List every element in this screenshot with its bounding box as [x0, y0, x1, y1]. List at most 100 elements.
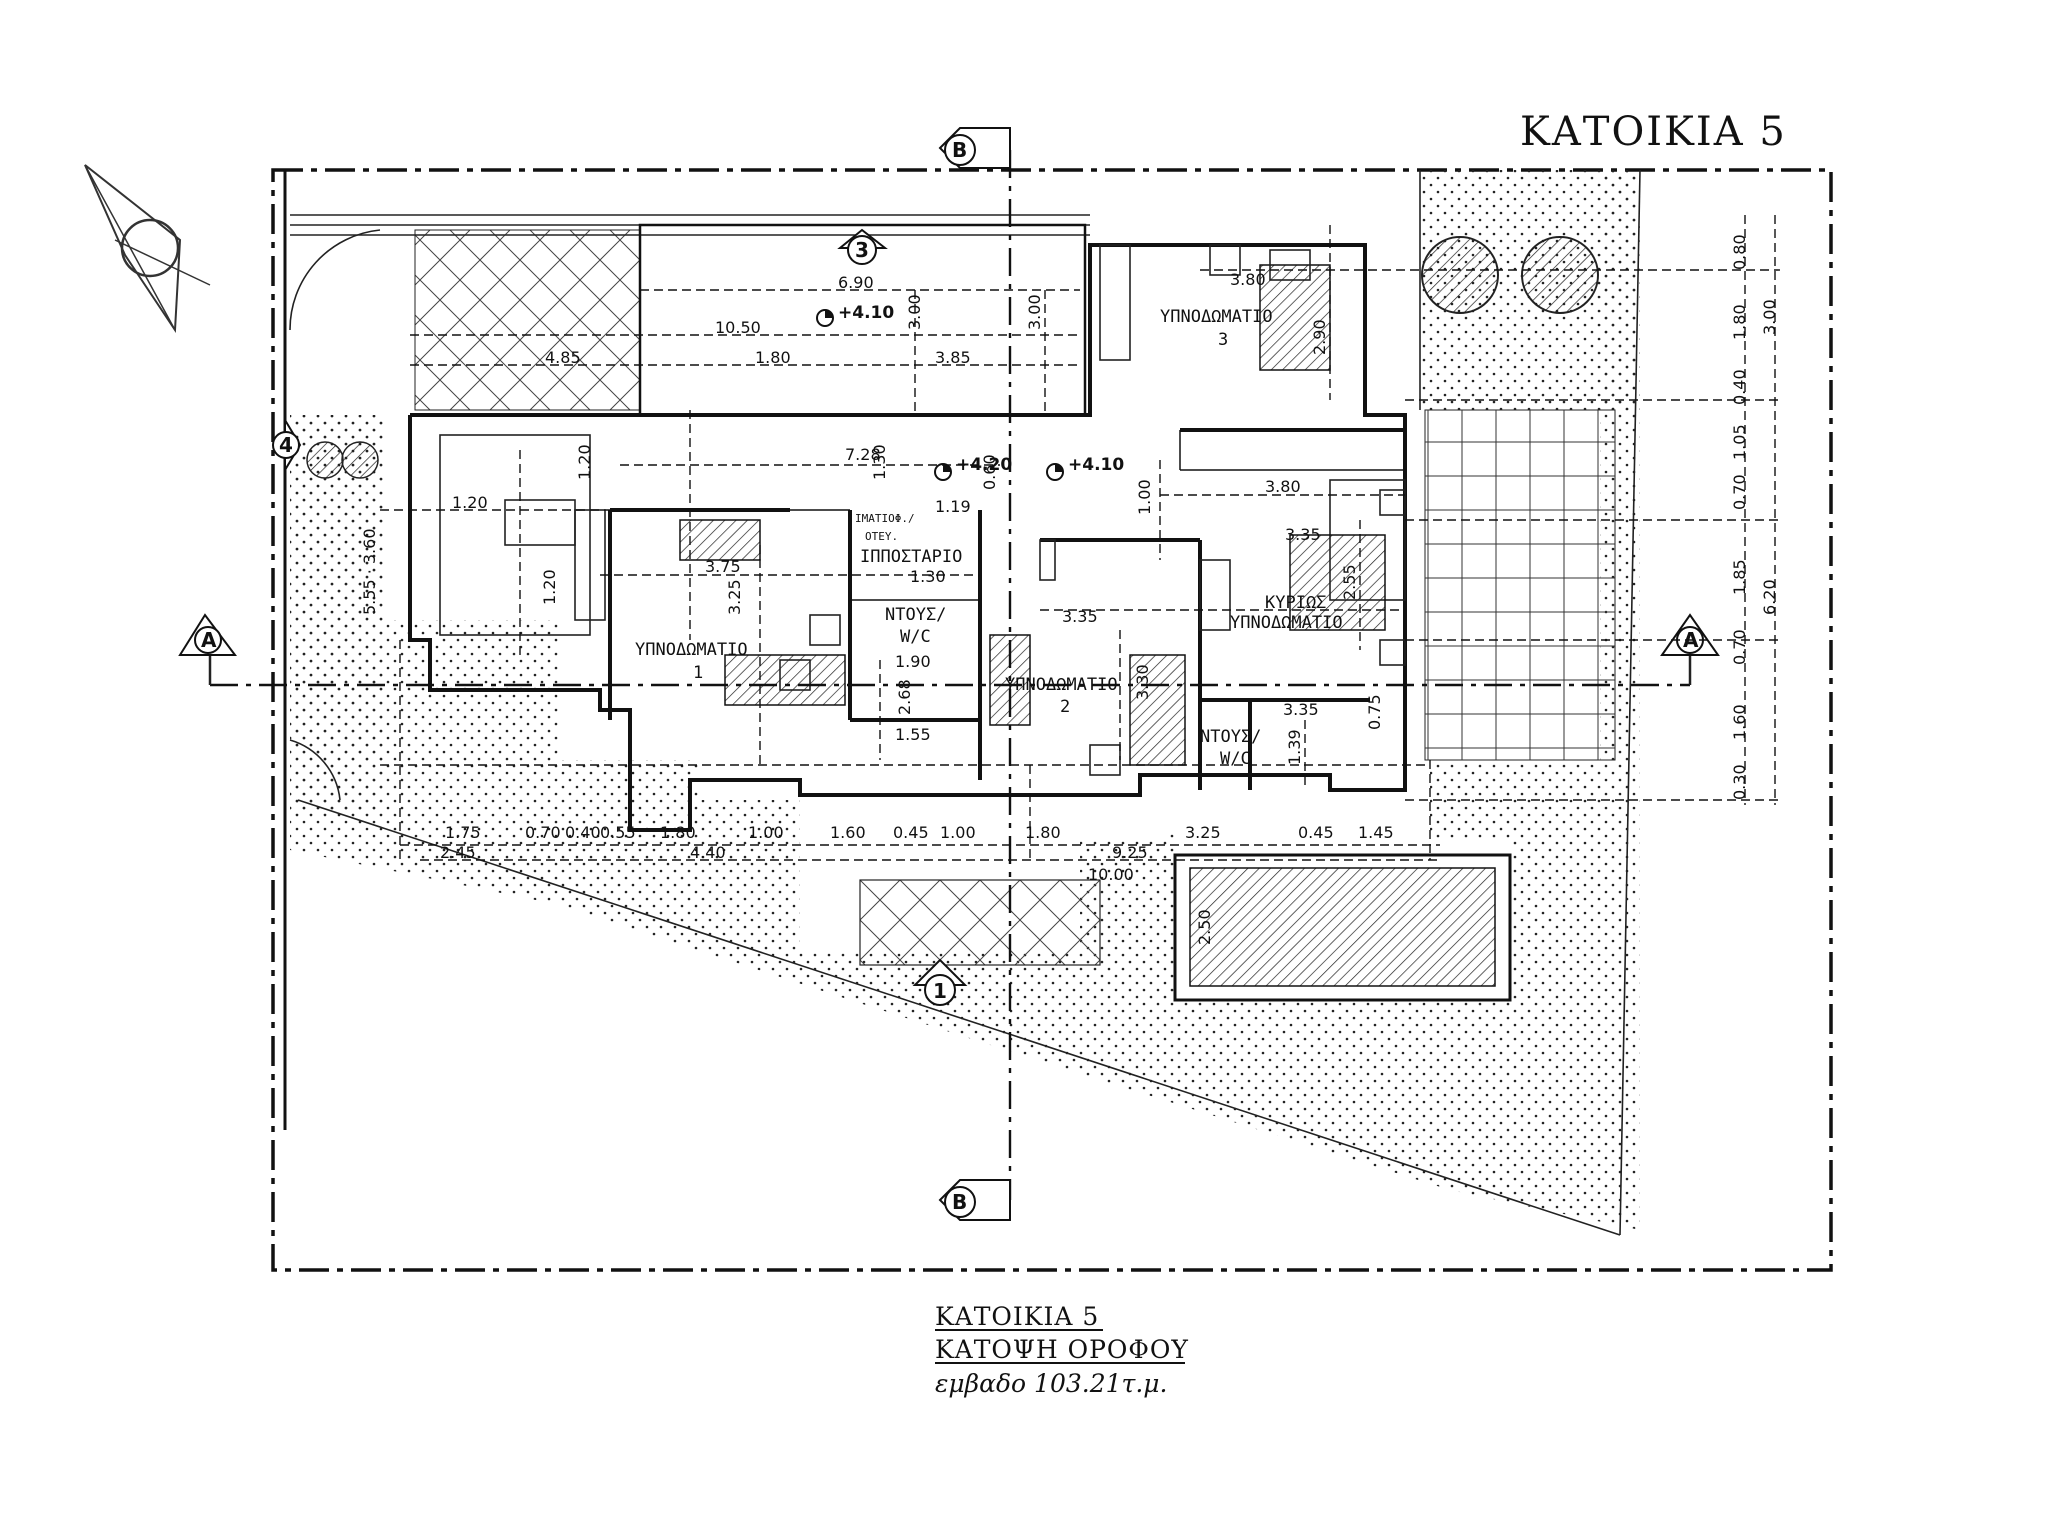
dim-text: 0.30 [1730, 764, 1749, 800]
room-bedroom2-number: 2 [1060, 697, 1070, 717]
dim-text: 1.30 [870, 444, 889, 480]
dim-text: 0.55 [600, 823, 636, 842]
dim-text: 2.55 [1340, 564, 1359, 600]
dim-text: 1.45 [1358, 823, 1394, 842]
swimming-pool [1173, 853, 1512, 1002]
dim-text: 4.85 [545, 348, 581, 367]
dim-text: 4.40 [690, 843, 726, 862]
view-marker-1: 1 [912, 958, 968, 1006]
dim-text: 10.50 [715, 318, 761, 337]
section-marker-a-right: A [1660, 613, 1720, 656]
dim-text: 7.28 [845, 445, 881, 464]
dim-text: 0.45 [893, 823, 929, 842]
dimension-lines [380, 215, 1780, 861]
dim-text: 10.00 [1088, 865, 1134, 884]
building-walls [408, 223, 1407, 832]
dim-text: 3.30 [1133, 664, 1152, 700]
room-bath1-label-b: W/C [900, 627, 931, 647]
dim-text: 1.00 [1135, 479, 1154, 515]
dim-text: 3.35 [1283, 700, 1319, 719]
dim-text: 3.35 [1285, 525, 1321, 544]
section-marker-b-top: B [938, 127, 1011, 169]
view-label-1: 1 [933, 979, 947, 1003]
dim-text: 1.30 [910, 567, 946, 586]
dim-text: 1.80 [1730, 304, 1749, 340]
plot-boundary [271, 168, 1833, 1272]
level-mark-3: +4.10 [1068, 455, 1124, 475]
dim-text: 3.75 [705, 557, 741, 576]
dim-text: 0.75 [1365, 694, 1384, 730]
dim-text: 1.00 [940, 823, 976, 842]
dim-text: 0.70 [1730, 474, 1749, 510]
dim-text: 1.20 [452, 493, 488, 512]
dim-text: 1.75 [445, 823, 481, 842]
dim-text: 1.39 [1285, 729, 1304, 765]
dim-text: 6.90 [838, 273, 874, 292]
dim-text: 0.70 [1730, 629, 1749, 665]
room-labels: ΥΠΝΟΔΩΜΑΤΙΟ 3 ΥΠΝΟΔΩΜΑΤΙΟ 1 ΥΠΝΟΔΩΜΑΤΙΟ … [635, 307, 1343, 769]
dim-text: 3.25 [1185, 823, 1221, 842]
room-bedroom3-number: 3 [1218, 330, 1228, 350]
room-master-label-b: ΥΠΝΟΔΩΜΑΤΙΟ [1230, 613, 1343, 633]
dim-text: 3.00 [905, 294, 924, 330]
dim-text: 2.90 [1310, 319, 1329, 355]
dimension-texts: 6.90 10.50 4.85 1.80 3.85 3.00 3.00 3.80… [360, 234, 1779, 945]
section-label-a-left: A [201, 628, 217, 652]
terrace-paving-upper [1425, 410, 1615, 760]
room-bedroom3-label: ΥΠΝΟΔΩΜΑΤΙΟ [1160, 307, 1273, 327]
dim-text: 1.55 [895, 725, 931, 744]
drawing-title: ΚΑΤΟΙΚΙΑ 5 [1520, 109, 1787, 155]
dim-text: 3.35 [1062, 607, 1098, 626]
dim-text: 5.55 · 3.60 [360, 528, 379, 615]
dim-text: 3.00 [1025, 294, 1044, 330]
view-label-3: 3 [855, 238, 869, 262]
dim-text: 1.80 [660, 823, 696, 842]
section-label-b-top: B [952, 138, 967, 162]
caption-line-1: ΚΑΤΟΙΚΙΑ 5 [935, 1302, 1099, 1331]
dim-text: 0.60 [980, 454, 999, 490]
dim-text: 1.80 [755, 348, 791, 367]
dim-text: 1.20 [575, 444, 594, 480]
balcony-paving-top [414, 229, 641, 411]
dim-text: 6.20 [1760, 579, 1779, 615]
dim-text: 0.40 [1730, 369, 1749, 405]
room-bath2-label: ΝΤΟΥΣ/ [1200, 727, 1261, 747]
drawing-caption: ΚΑΤΟΙΚΙΑ 5 ΚΑΤΟΨΗ ΟΡΟΦΟΥ εμβαδο 103.21τ.… [935, 1302, 1189, 1398]
level-mark-1: +4.10 [838, 303, 894, 323]
dim-text: 2.45 [440, 843, 476, 862]
dim-text: 1.00 [748, 823, 784, 842]
dim-text: 1.05 [1730, 424, 1749, 460]
caption-line-2: ΚΑΤΟΨΗ ΟΡΟΦΟΥ [935, 1335, 1189, 1364]
dim-text: 1.60 [1730, 704, 1749, 740]
dim-text: 1.20 [540, 569, 559, 605]
dim-text: 1.80 [1025, 823, 1061, 842]
room-bath1-label: ΝΤΟΥΣ/ [885, 605, 946, 625]
dim-text: 3.80 [1230, 270, 1266, 289]
dim-text: 1.60 [830, 823, 866, 842]
room-closet-label-b: ΟΤΕΥ. [865, 530, 898, 543]
room-bedroom2-label: ΥΠΝΟΔΩΜΑΤΙΟ [1005, 675, 1118, 695]
view-label-4: 4 [279, 433, 293, 457]
dim-text: 3.25 [725, 579, 744, 615]
section-marker-b-bottom: B [938, 1179, 1011, 1221]
north-arrow-icon [84, 164, 211, 334]
dim-text: 0.45 [1298, 823, 1334, 842]
dim-text: 1.85 [1730, 559, 1749, 595]
room-master-label-a: ΚΥΡΙΩΣ [1265, 593, 1326, 613]
dim-text: 2.50 [1195, 909, 1214, 945]
view-marker-4: 4 [272, 416, 302, 474]
dim-text: 0.40 [565, 823, 601, 842]
tree-icons [306, 236, 1599, 479]
dim-text: 0.80 [1730, 234, 1749, 270]
dim-text: 3.00 [1760, 299, 1779, 335]
dim-text: 1.19 [935, 497, 971, 516]
caption-line-3: εμβαδο 103.21τ.μ. [935, 1369, 1168, 1398]
dim-text: 9.25 [1112, 843, 1148, 862]
section-marker-a-left: A [178, 613, 237, 656]
section-label-b-bottom: B [952, 1190, 967, 1214]
room-closet-label: ΙΜΑΤΙΟΦ./ [855, 512, 915, 525]
view-marker-3: 3 [837, 228, 888, 265]
dim-text: 3.85 [935, 348, 971, 367]
dim-text: 3.80 [1265, 477, 1301, 496]
